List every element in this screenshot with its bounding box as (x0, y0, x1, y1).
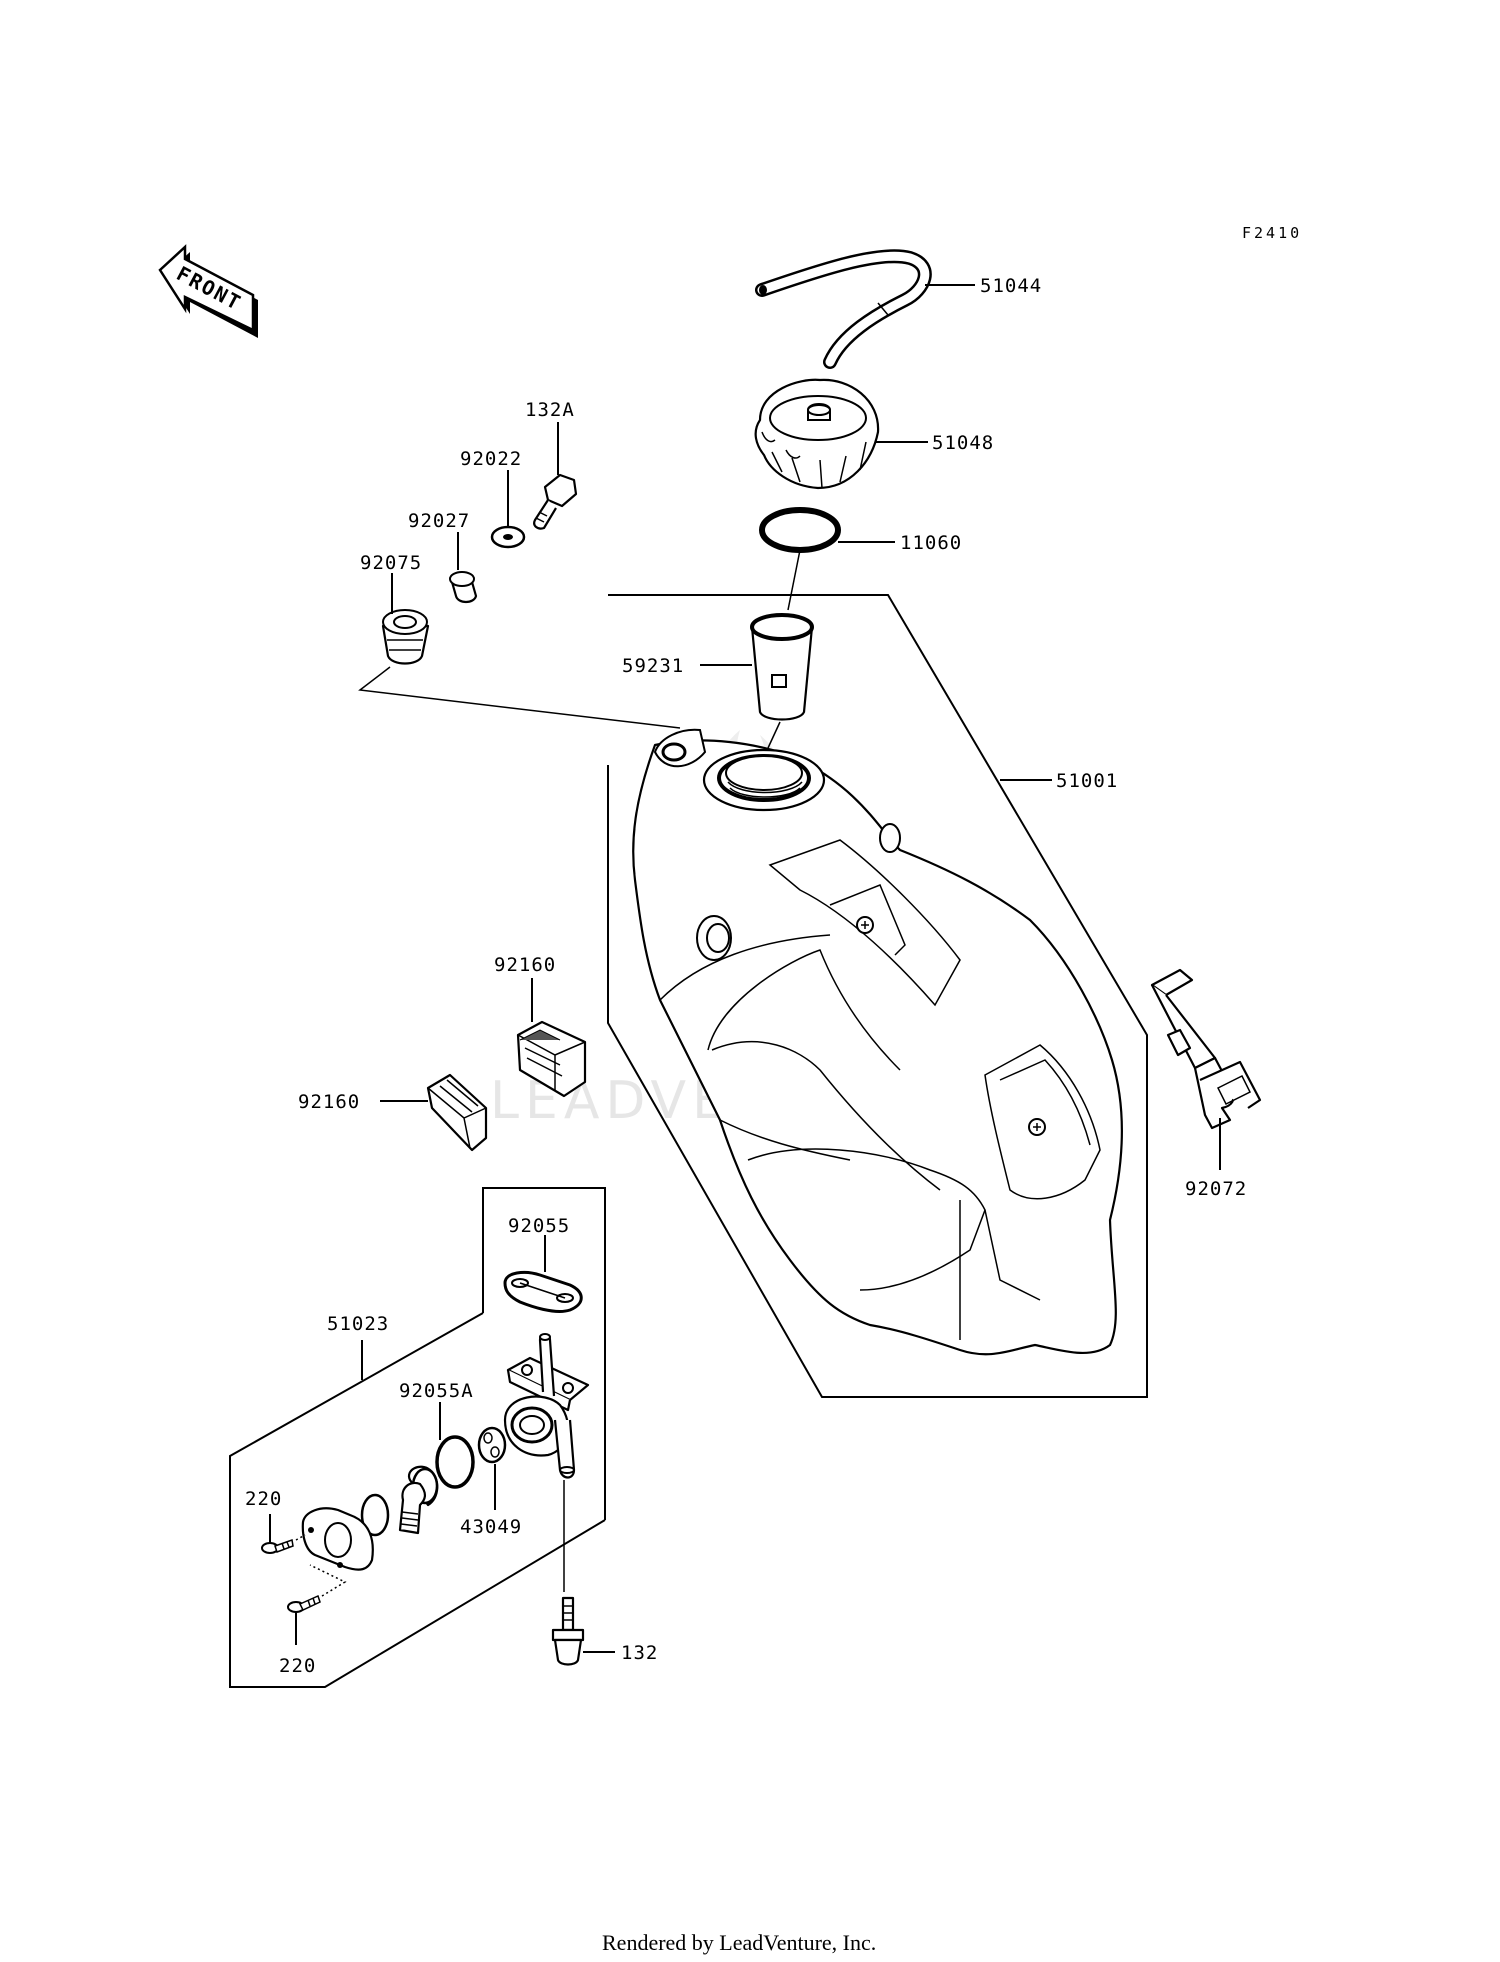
callout-51048: 51048 (932, 432, 994, 454)
callout-92160-upper: 92160 (494, 954, 556, 976)
callout-92022: 92022 (460, 448, 522, 470)
fuel-tank (632, 728, 1124, 1356)
diagram-code: F2410 (1242, 224, 1302, 242)
screw-220-lower (287, 1594, 321, 1613)
petcock-group-bracket (229, 1312, 606, 1688)
pad-92160-lower (426, 1073, 488, 1152)
fuel-cock-lever (398, 1465, 439, 1535)
callout-92027: 92027 (408, 510, 470, 532)
seal-43049 (477, 1426, 507, 1464)
damper-92075 (381, 609, 430, 665)
cap-gasket (759, 507, 841, 553)
callout-132a: 132A (525, 399, 575, 421)
tank-group-bracket (607, 594, 1148, 1398)
callout-92075: 92075 (360, 552, 422, 574)
collar-92027 (449, 571, 478, 604)
callout-59231: 59231 (622, 655, 684, 677)
washer-92022 (490, 525, 526, 549)
o-ring-small (360, 1493, 390, 1537)
fuel-cock-plate (301, 1507, 374, 1571)
callout-92072: 92072 (1185, 1178, 1247, 1200)
callout-11060: 11060 (900, 532, 962, 554)
fuel-cock-body (503, 1333, 590, 1479)
bolt-132 (551, 1480, 585, 1666)
callout-51001: 51001 (1056, 770, 1118, 792)
callout-220-upper: 220 (245, 1488, 282, 1510)
gasket-92055 (503, 1270, 583, 1313)
callout-132: 132 (621, 1642, 658, 1664)
callout-51044: 51044 (980, 275, 1042, 297)
breather-hose (755, 249, 932, 369)
tank-strap (1150, 968, 1262, 1130)
fuel-cap (754, 378, 880, 490)
footer-credit: Rendered by LeadVenture, Inc. (602, 1930, 876, 1955)
callout-92055: 92055 (508, 1215, 570, 1237)
front-arrow-icon: FRONT (158, 244, 258, 338)
callout-220-lower: 220 (279, 1655, 316, 1677)
callout-92055a: 92055A (399, 1380, 474, 1402)
callout-51023: 51023 (327, 1313, 389, 1335)
callout-43049: 43049 (460, 1516, 522, 1538)
o-ring-92055a (435, 1435, 475, 1489)
bolt-132a (533, 473, 578, 530)
callout-92160-lower: 92160 (298, 1091, 360, 1113)
pad-92160-upper (516, 1020, 587, 1098)
fuel-strainer (750, 613, 814, 721)
screw-220-upper (261, 1538, 294, 1554)
